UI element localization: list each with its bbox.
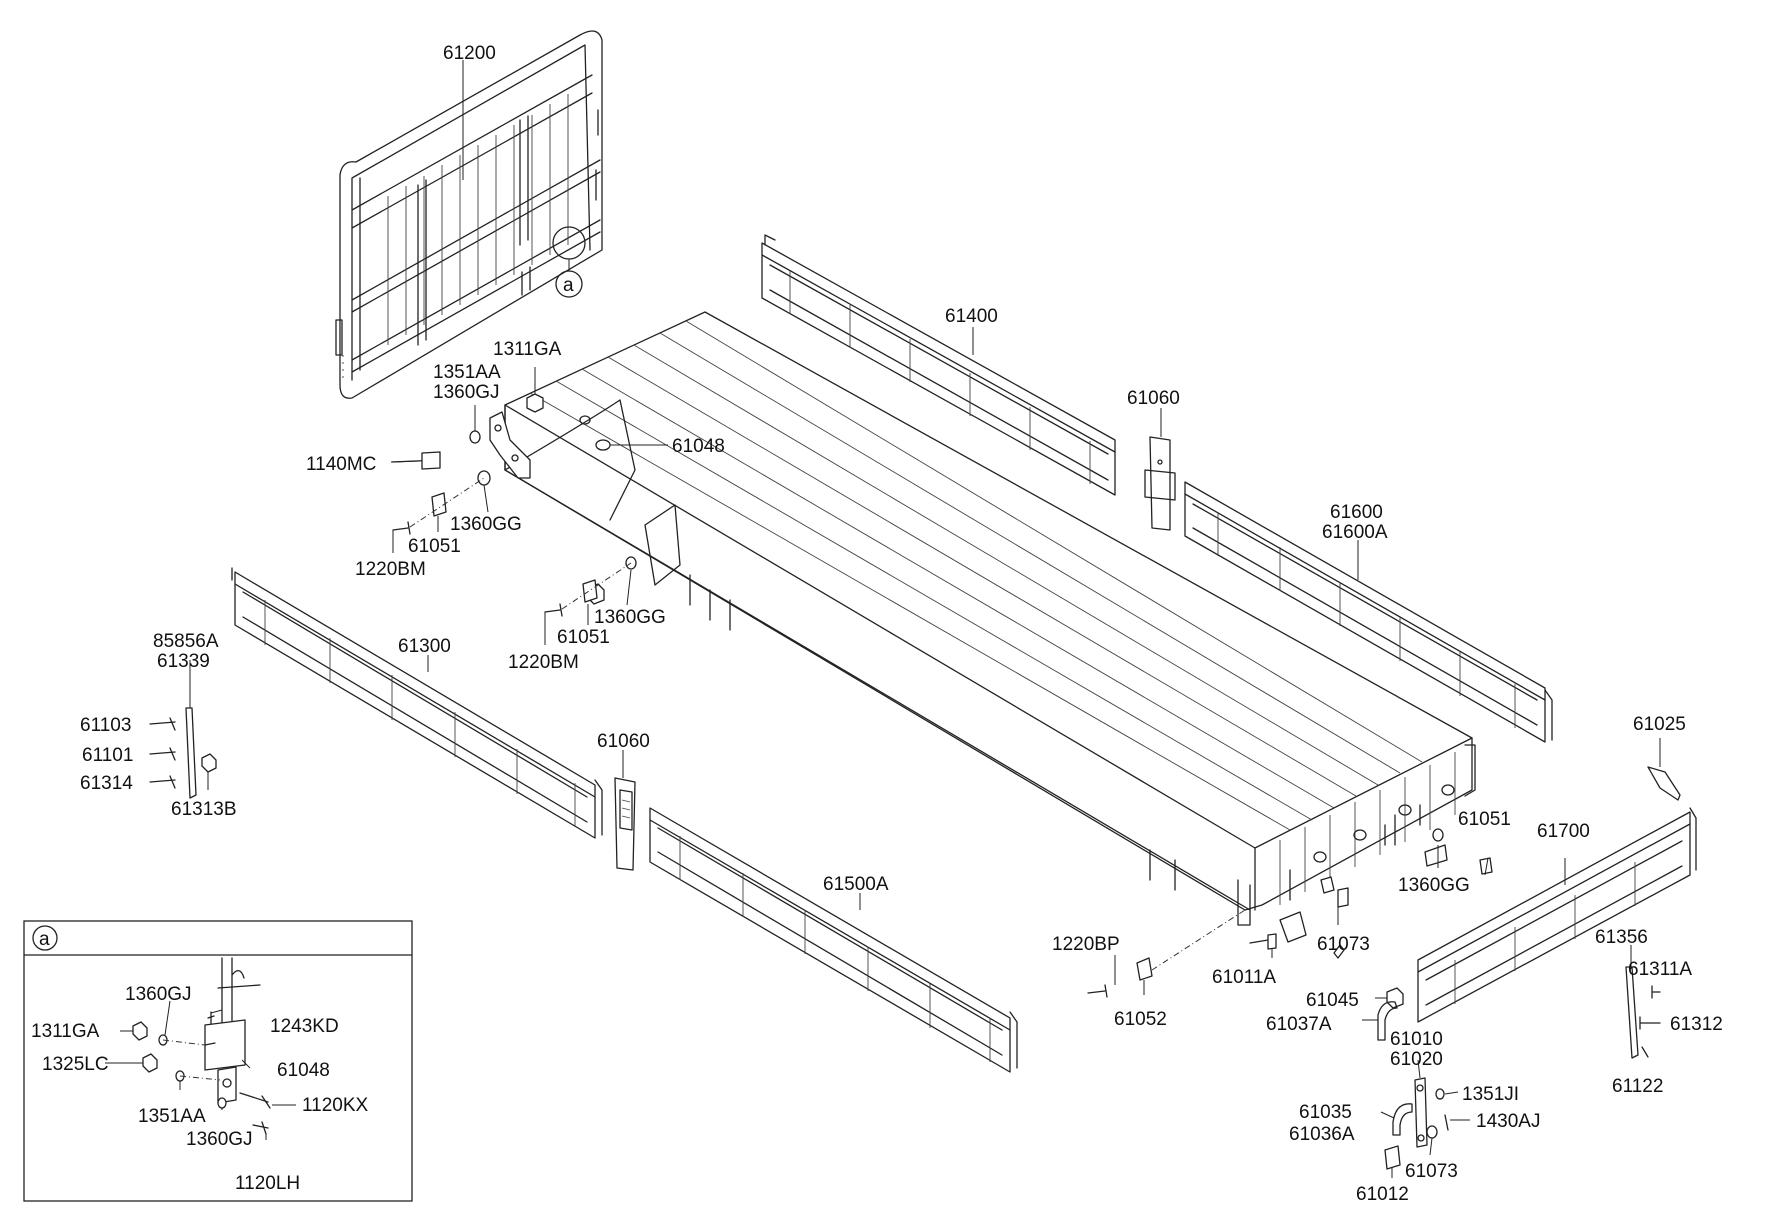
cargo-bed-floor bbox=[504, 311, 1476, 926]
label-61010: 61010 bbox=[1390, 1029, 1443, 1050]
label-1360GG-b: 1360GG bbox=[594, 607, 666, 628]
side-gate-61300 bbox=[231, 567, 603, 839]
label-61051-c: 61051 bbox=[1458, 809, 1511, 830]
label-61051-a: 61051 bbox=[408, 536, 461, 557]
part-labels: 61200 61400 61060 61600 61600A 1311GA 13… bbox=[80, 43, 1723, 1205]
label-61045: 61045 bbox=[1306, 990, 1359, 1011]
label-61073-b: 61073 bbox=[1405, 1161, 1458, 1182]
label-61037A: 61037A bbox=[1266, 1014, 1332, 1035]
label-61312: 61312 bbox=[1670, 1014, 1723, 1035]
label-61313B: 61313B bbox=[171, 799, 237, 820]
detail-label-1243KD: 1243KD bbox=[270, 1016, 339, 1037]
label-61012: 61012 bbox=[1356, 1184, 1409, 1205]
label-61060-bottom: 61060 bbox=[597, 731, 650, 752]
label-1220BP: 1220BP bbox=[1052, 934, 1120, 955]
detail-label-1325LC: 1325LC bbox=[42, 1054, 109, 1075]
label-1220BM-b: 1220BM bbox=[508, 652, 579, 673]
tail-gate-61700 bbox=[1417, 807, 1697, 1023]
side-gate-61600 bbox=[1184, 481, 1553, 743]
label-61700: 61700 bbox=[1537, 821, 1590, 842]
side-gate-61500A bbox=[649, 807, 1018, 1073]
label-61314: 61314 bbox=[80, 773, 133, 794]
post-61060-top bbox=[1144, 436, 1176, 531]
label-61035: 61035 bbox=[1299, 1102, 1352, 1123]
label-61300: 61300 bbox=[398, 636, 451, 657]
detail-label-1311GA: 1311GA bbox=[31, 1021, 100, 1042]
leader-lines bbox=[189, 60, 1661, 1178]
hardware-parts bbox=[149, 393, 1681, 1170]
label-61122: 61122 bbox=[1612, 1076, 1663, 1097]
label-1351AA: 1351AA bbox=[433, 362, 501, 383]
label-1311GA: 1311GA bbox=[493, 339, 562, 360]
label-61356: 61356 bbox=[1595, 927, 1648, 948]
label-1140MC: 1140MC bbox=[306, 454, 376, 475]
label-1430AJ: 1430AJ bbox=[1476, 1111, 1540, 1132]
label-61311A: 61311A bbox=[1628, 959, 1692, 980]
side-gate-61400 bbox=[761, 234, 1116, 496]
label-61025: 61025 bbox=[1633, 714, 1686, 735]
label-1360GG-a: 1360GG bbox=[450, 514, 522, 535]
label-61060-top: 61060 bbox=[1127, 388, 1180, 409]
label-61400: 61400 bbox=[945, 306, 998, 327]
post-61060-bottom bbox=[614, 777, 636, 871]
label-1360GG-c: 1360GG bbox=[1398, 875, 1470, 896]
detail-marker-a-headboard: a bbox=[563, 275, 574, 296]
label-61011A: 61011A bbox=[1212, 967, 1276, 988]
label-85856A: 85856A bbox=[153, 631, 219, 652]
detail-label-61048: 61048 bbox=[277, 1060, 330, 1081]
label-61600A: 61600A bbox=[1322, 522, 1388, 543]
label-61051-b: 61051 bbox=[557, 627, 610, 648]
label-61600: 61600 bbox=[1330, 502, 1383, 523]
label-61103: 61103 bbox=[80, 715, 131, 736]
label-61339: 61339 bbox=[157, 651, 210, 672]
detail-label-1360GJ-a: 1360GJ bbox=[125, 984, 192, 1005]
label-61500A: 61500A bbox=[823, 874, 889, 895]
label-61101: 61101 bbox=[82, 745, 133, 766]
label-61020: 61020 bbox=[1390, 1049, 1443, 1070]
front-bracket bbox=[489, 411, 531, 479]
detail-label-1120LH: 1120LH bbox=[235, 1173, 300, 1194]
detail-label-1120KX: 1120KX bbox=[302, 1095, 369, 1116]
detail-label-1351AA: 1351AA bbox=[138, 1106, 206, 1127]
label-61200: 61200 bbox=[443, 43, 496, 64]
label-1220BM-a: 1220BM bbox=[355, 559, 426, 580]
detail-label-1360GJ-b: 1360GJ bbox=[186, 1129, 253, 1150]
detail-box-a: a 1360GJ 1311GA 1243KD 1325LC 61 bbox=[23, 920, 413, 1202]
label-61073-a: 61073 bbox=[1317, 934, 1370, 955]
label-61036A: 61036A bbox=[1289, 1124, 1355, 1145]
label-1351JI: 1351JI bbox=[1462, 1084, 1519, 1105]
label-61052: 61052 bbox=[1114, 1009, 1167, 1030]
detail-marker-a: a bbox=[39, 929, 50, 950]
headboard-61200: a bbox=[335, 30, 603, 399]
label-1360GJ: 1360GJ bbox=[433, 382, 500, 403]
label-61048: 61048 bbox=[672, 436, 725, 457]
